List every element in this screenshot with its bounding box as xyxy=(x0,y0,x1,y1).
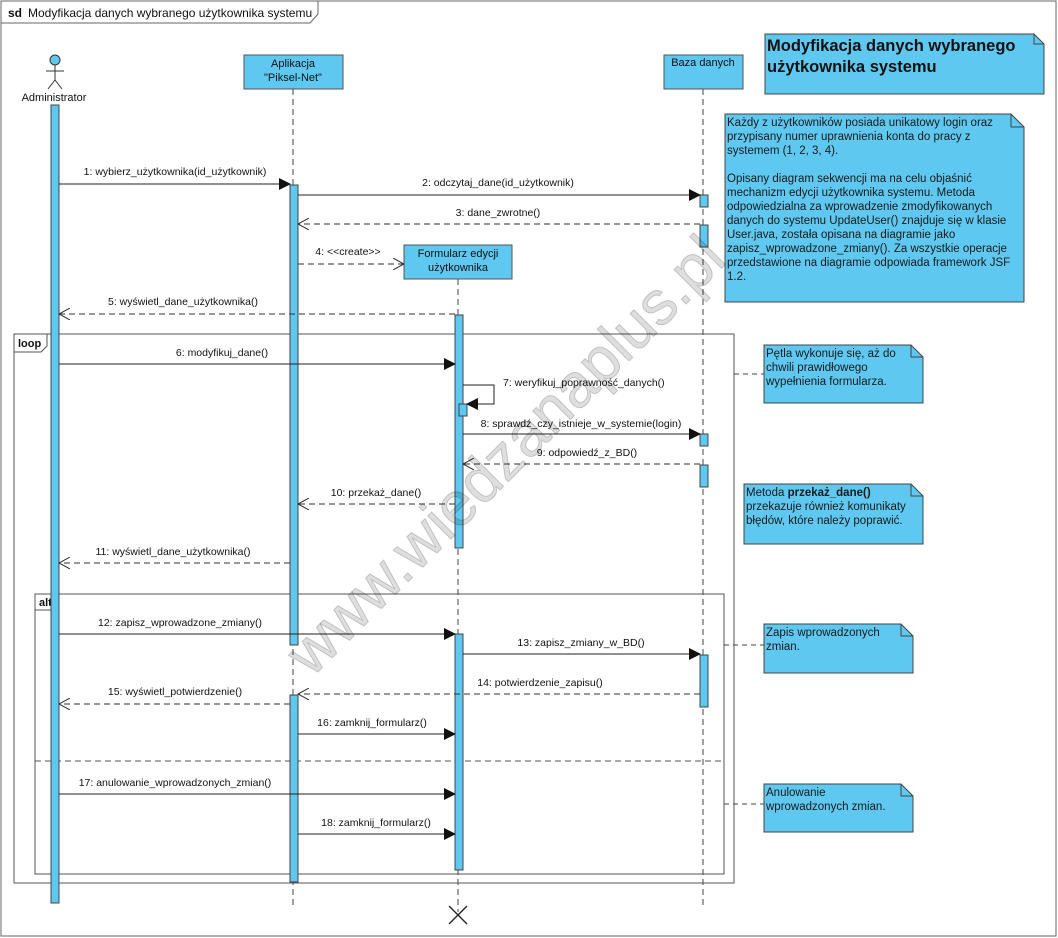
note-method-suffix: przekazuje również komunikaty błędów, kt… xyxy=(746,501,906,527)
activation-db-2 xyxy=(699,224,709,248)
message-2-label: 2: odczytaj_dane(id_użytkownik) xyxy=(422,177,574,189)
message-4-label: 4: <<create>> xyxy=(315,246,380,258)
message-6-label: 6: modyfikuj_dane() xyxy=(176,347,268,359)
message-8-label: 8: sprawdź_czy_istnieje_w_systemie(login… xyxy=(481,418,682,430)
frame-tab xyxy=(0,0,319,24)
alt-keyword: alt xyxy=(39,597,52,609)
message-7-label: 7: weryfikuj_poprawność_danych() xyxy=(503,377,665,389)
activation-app-1 xyxy=(289,184,299,646)
activation-db-3 xyxy=(699,433,709,447)
loop-fragment-tab xyxy=(13,333,48,353)
note-method-text: Metoda przekaż_dane() przekazuje również… xyxy=(746,486,916,528)
frame-title: Modyfikacja danych wybranego użytkownika… xyxy=(28,6,312,20)
destroy-mark-icon xyxy=(448,905,468,925)
actor-label: Administrator xyxy=(22,92,87,104)
frame-keyword: sd xyxy=(8,6,22,20)
message-16-label: 16: zamknij_formularz() xyxy=(317,717,427,729)
message-15-label: 15: wyświetl_potwierdzenie() xyxy=(108,686,242,698)
message-3-label: 3: dane_zwrotne() xyxy=(456,207,541,219)
activation-admin xyxy=(50,104,60,904)
message-1-label: 1: wybierz_użytkownika(id_użytkownik) xyxy=(84,166,267,178)
activation-app-2 xyxy=(289,694,299,883)
message-13-label: 13: zapisz_zmiany_w_BD() xyxy=(517,637,644,649)
message-9-label: 9: odpowiedź_z_BD() xyxy=(537,447,637,459)
note-description-text: Każdy z użytkowników posiada unikatowy l… xyxy=(727,117,1011,283)
actor-icon xyxy=(46,54,64,90)
message-10-label: 10: przekaż_dane() xyxy=(331,487,421,499)
note-loop-text: Pętla wykonuje się, aż do chwili prawidł… xyxy=(766,348,896,388)
lifeline-app-line1: Aplikacja xyxy=(271,58,316,70)
lifeline-db-label: Baza danych xyxy=(671,57,735,69)
activation-form-self xyxy=(458,403,468,417)
message-12-label: 12: zapisz_wprowadzone_zmiany() xyxy=(98,617,262,629)
lifeline-form-line1: Formularz edycji xyxy=(418,248,499,260)
note-description-box xyxy=(724,113,1025,303)
message-7-arrow xyxy=(463,384,495,410)
activation-db-1 xyxy=(699,194,709,208)
note-save-text: Zapis wprowadzonych zmian. xyxy=(766,627,880,653)
activation-form-1 xyxy=(454,314,464,549)
activation-db-5 xyxy=(699,654,709,708)
message-14-label: 14: potwierdzenie_zapisu() xyxy=(477,677,603,689)
note-method-box xyxy=(743,483,924,545)
lifeline-head-form xyxy=(403,244,513,280)
alt-fragment xyxy=(34,593,725,875)
note-method-name: przekaż_dane() xyxy=(787,487,871,499)
lifeline-head-app xyxy=(243,54,344,90)
loop-fragment xyxy=(13,333,735,884)
note-save-box xyxy=(763,623,914,674)
loop-keyword: loop xyxy=(18,338,41,350)
note-method-prefix: Metoda xyxy=(746,487,788,499)
note-cancel-text: Anulowanie wprowadzonych zmian. xyxy=(766,787,886,813)
lifeline-app-line2: "Piksel-Net" xyxy=(264,72,322,84)
activation-db-4 xyxy=(699,464,709,488)
lifeline-form-line2: użytkownika xyxy=(428,262,489,274)
message-5-label: 5: wyświetl_dane_użytkownika() xyxy=(108,296,258,308)
activation-form-2 xyxy=(454,633,464,871)
note-title-box xyxy=(764,33,1045,95)
note-cancel-box xyxy=(763,783,914,833)
message-18-label: 18: zamknij_formularz() xyxy=(321,817,431,829)
message-11-label: 11: wyświetl_dane_użytkownika() xyxy=(95,546,250,558)
note-loop-box xyxy=(763,344,924,404)
message-17-label: 17: anulowanie_wprowadzonych_zmian() xyxy=(79,777,272,789)
note-title-text: Modyfikacja danych wybranego użytkownika… xyxy=(767,37,1016,76)
lifeline-head-db xyxy=(663,54,744,90)
